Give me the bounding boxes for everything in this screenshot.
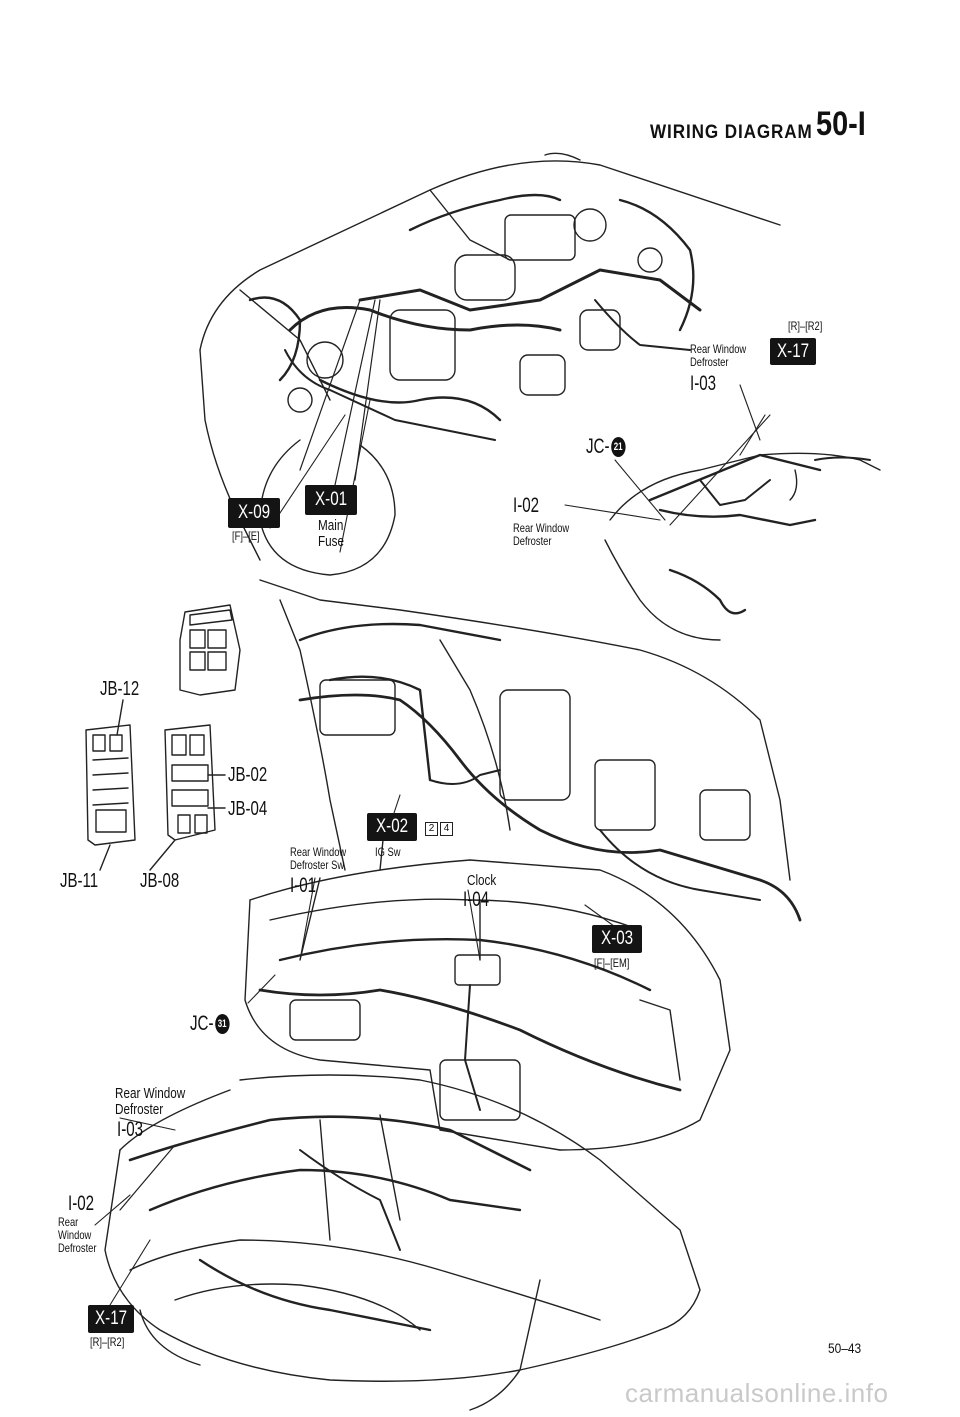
engine-bay-drawing	[199, 152, 781, 576]
connector-i02-top: I-02	[513, 494, 540, 517]
junction-box-drawing	[85, 604, 241, 871]
rear-car-drawing	[104, 1074, 701, 1411]
ig-switch-label: IG Sw	[375, 845, 401, 859]
jb-12-label: JB-12	[100, 678, 140, 700]
connector-badge-x03: X-03	[592, 925, 642, 953]
jb-04-label: JB-04	[228, 798, 268, 820]
junction-connector-jc31: JC-31	[190, 1012, 230, 1036]
connector-i04: I-04	[463, 888, 490, 911]
connector-badge-x17-top: X-17	[770, 338, 816, 365]
connector-i03-top: I-03	[690, 372, 717, 395]
main-fuse-label: Main Fuse	[318, 517, 345, 550]
connector-i01: I-01	[290, 874, 317, 897]
connector-badge-x02: X-02	[367, 813, 417, 841]
jb-11-label: JB-11	[60, 870, 99, 892]
page-number: 50–43	[828, 1340, 862, 1356]
leader-lines	[94, 384, 771, 1306]
x03-location: [F]–[EM]	[594, 956, 630, 970]
section-number: 50-I	[816, 105, 866, 143]
rear-window-defroster-label-i02-bottom: Rear Window Defroster	[58, 1215, 97, 1255]
jb-08-label: JB-08	[140, 870, 180, 892]
junction-connector-jc21: JC-21	[586, 435, 626, 459]
connector-badge-x09: X-09	[228, 498, 280, 528]
clock-label: Clock	[467, 872, 497, 889]
connector-i02-bottom: I-02	[68, 1192, 95, 1215]
x17-location-top: [R]–[R2]	[788, 319, 823, 333]
x17-location-bottom: [R]–[R2]	[90, 1335, 125, 1349]
rear-top-drawing	[604, 452, 881, 641]
rear-window-defroster-label-i02: Rear Window Defroster	[513, 521, 570, 548]
x09-location: [F]–[E]	[232, 529, 260, 543]
watermark: carmanualsonline.info	[625, 1378, 889, 1408]
connector-pin-2: 2	[425, 822, 438, 836]
rear-window-defroster-label-top: Rear Window Defroster	[690, 342, 747, 369]
connector-badge-x17-bottom: X-17	[88, 1305, 134, 1333]
connector-pin-4: 4	[440, 822, 453, 836]
connector-i03-bottom: I-03	[117, 1118, 144, 1141]
rear-window-defroster-label-bottom: Rear Window Defroster	[115, 1085, 186, 1118]
rear-window-defroster-switch-label: Rear Window Defroster Sw	[290, 845, 347, 872]
jb-02-label: JB-02	[228, 764, 268, 786]
connector-badge-x01: X-01	[305, 485, 357, 515]
header-title: WIRING DIAGRAM	[650, 122, 813, 143]
